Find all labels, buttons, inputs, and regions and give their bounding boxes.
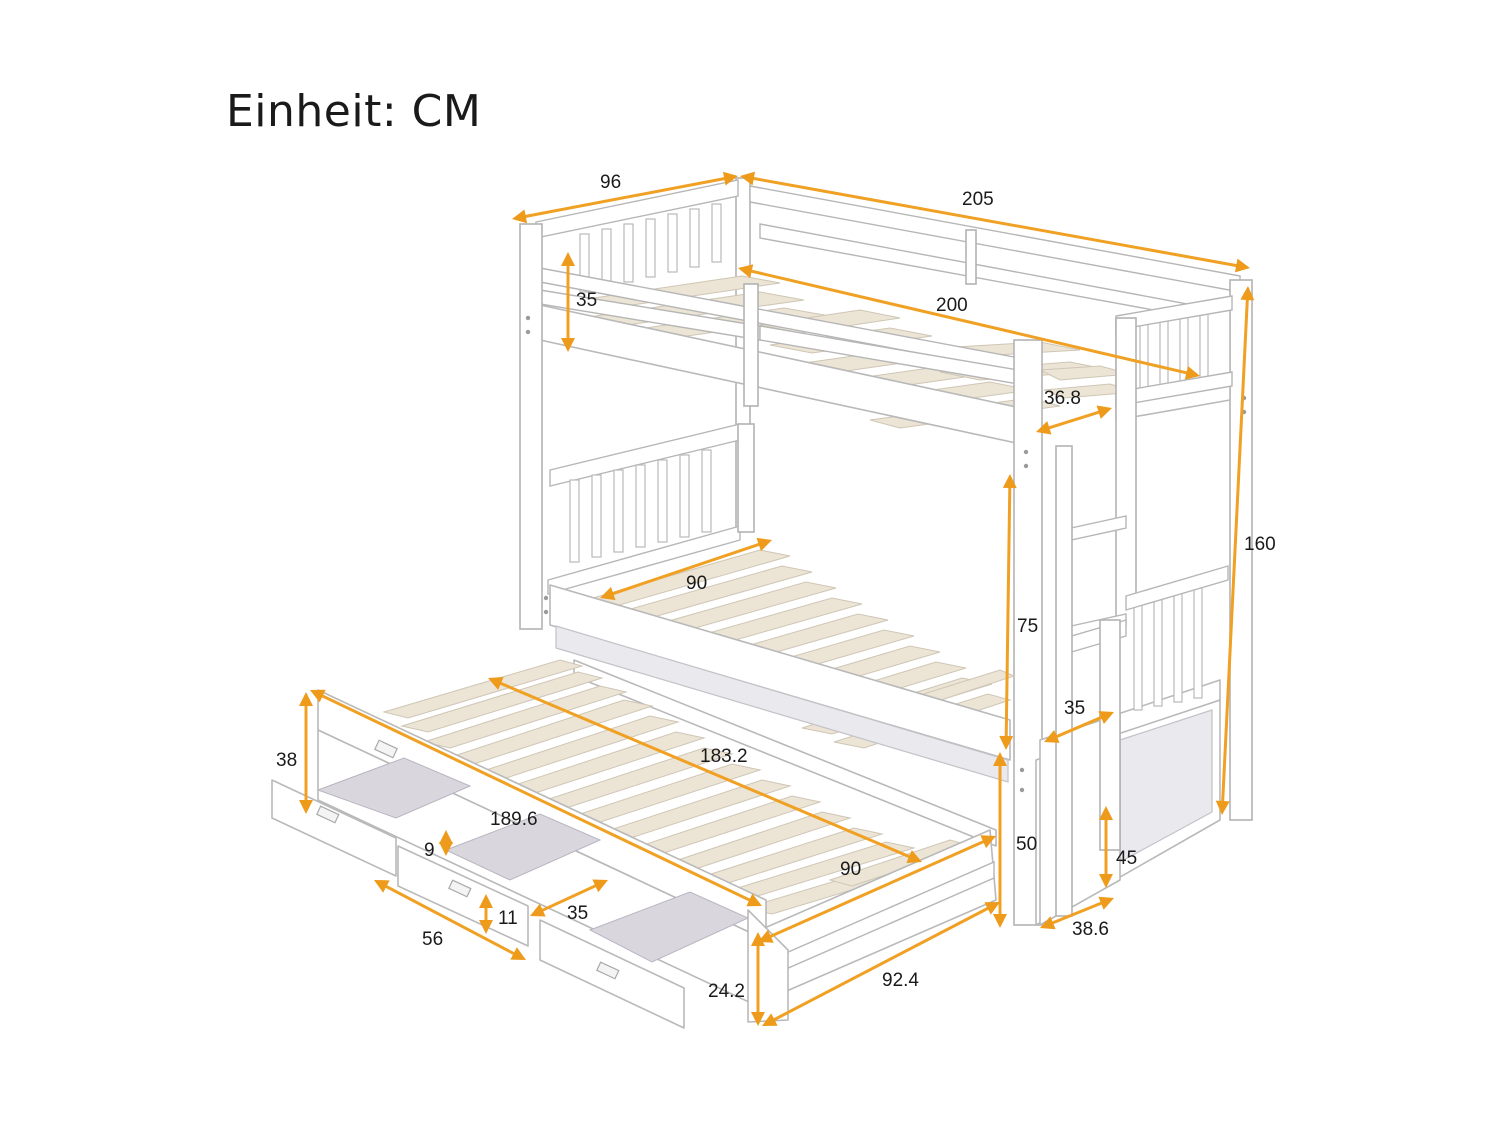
dim-label-bottom-width: 90 <box>686 573 707 594</box>
dim-label-trundle-height: 38 <box>276 750 297 771</box>
drawer-middle <box>397 813 602 947</box>
dim-arrow-drawer-height <box>479 894 493 934</box>
unit-title: Einheit: CM <box>226 86 482 137</box>
dim-label-stair-width: 38.6 <box>1072 919 1109 940</box>
drawer-right <box>539 891 750 1029</box>
dim-arrow-stair-width <box>1040 896 1114 930</box>
dim-arrow-top-rail-height <box>561 252 575 352</box>
dim-arrow-trundle-depth <box>762 902 1000 1026</box>
upper-left-spindles <box>579 203 722 293</box>
dim-arrow-drawer-gap <box>439 830 453 856</box>
dimension-labels: 96 205 35 200 36.8 160 90 75 35 183.2 38… <box>276 172 1276 1002</box>
dim-label-drawer-gap: 9 <box>424 840 435 861</box>
dim-label-trundle-width: 90 <box>840 859 861 880</box>
dim-label-gap-height: 75 <box>1017 616 1038 637</box>
dim-arrow-trundle-slat-length <box>488 677 922 863</box>
dim-label-total-length: 205 <box>962 189 994 210</box>
dim-label-lower-height: 50 <box>1016 834 1037 855</box>
dim-arrow-total-length <box>740 171 1250 273</box>
dim-label-stair-depth: 35 <box>1064 698 1085 719</box>
dim-arrow-lower-height <box>993 752 1007 928</box>
dim-arrow-gap-height <box>999 474 1017 750</box>
dim-arrow-drawer-depth <box>530 879 608 917</box>
dim-arrow-ladder-opening <box>1036 405 1112 435</box>
dim-arrow-top-width <box>512 171 738 224</box>
dim-label-drawer-width: 56 <box>422 929 443 950</box>
dim-label-ladder-opening: 36.8 <box>1044 388 1081 409</box>
trundle-slats <box>382 659 974 915</box>
dim-label-top-rail-height: 35 <box>576 290 597 311</box>
lower-left-spindles <box>569 449 712 563</box>
dim-arrow-bottom-width <box>600 537 772 601</box>
dim-label-top-width: 96 <box>600 172 621 193</box>
dim-label-trundle-depth: 92.4 <box>882 970 919 991</box>
dim-arrow-inner-length <box>738 264 1200 380</box>
dim-label-drawer-front: 24.2 <box>708 981 745 1002</box>
dim-label-total-height: 160 <box>1244 534 1276 555</box>
dim-arrow-trundle-width <box>758 835 996 943</box>
dim-arrow-stair-depth <box>1044 711 1114 743</box>
dim-arrow-trundle-height <box>299 692 313 814</box>
dim-arrow-total-height <box>1215 286 1255 815</box>
dim-label-trundle-slat-length: 183.2 <box>700 746 748 767</box>
dim-label-drawer-depth: 35 <box>567 903 588 924</box>
dimension-arrows <box>299 171 1255 1026</box>
dim-arrow-trundle-length <box>310 689 762 907</box>
dim-arrow-stair-step <box>1099 806 1113 888</box>
dim-label-trundle-length: 189.6 <box>490 809 538 830</box>
dim-label-inner-length: 200 <box>936 295 968 316</box>
dim-arrow-drawer-front <box>751 932 765 1026</box>
dim-arrow-drawer-width <box>374 880 526 960</box>
dim-label-stair-step: 45 <box>1116 848 1137 869</box>
dim-label-drawer-height: 11 <box>498 908 518 929</box>
bed-structure <box>271 177 1253 1029</box>
